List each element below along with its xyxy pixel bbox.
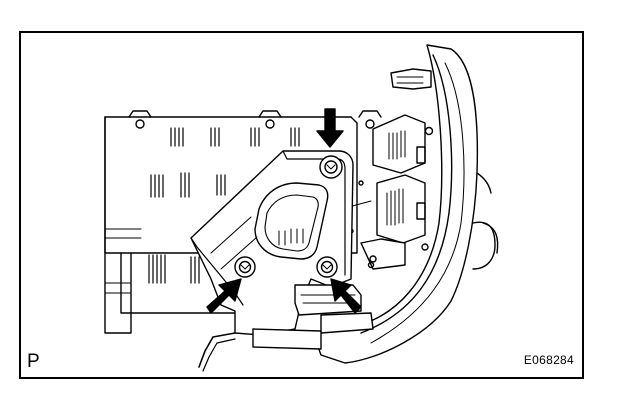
vent-slots-top xyxy=(170,127,300,147)
screw-lower-right xyxy=(316,256,338,278)
mounting-tabs xyxy=(128,110,382,129)
arrow-up-right-icon xyxy=(206,278,242,314)
figure-frame: P E068284 xyxy=(19,31,584,379)
screw-top xyxy=(319,155,343,179)
screw-lower-left xyxy=(234,256,256,278)
view-label: P xyxy=(27,351,40,372)
arrow-down-icon xyxy=(316,108,344,148)
assembly-drawing xyxy=(104,44,499,372)
vent-slots-bottom xyxy=(148,254,200,284)
front-bezel xyxy=(312,44,499,364)
arrow-up-left-icon xyxy=(330,278,362,314)
figure-code: E068284 xyxy=(523,353,574,367)
vent-slots-middle xyxy=(150,172,226,198)
